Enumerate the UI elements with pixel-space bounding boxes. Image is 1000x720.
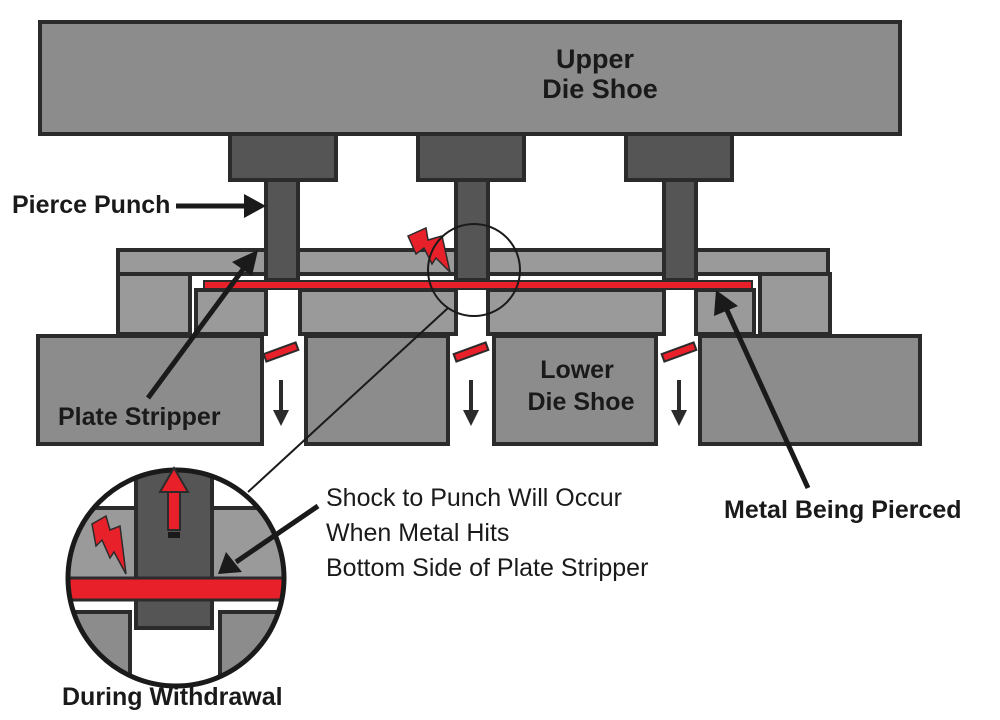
- lower-die-block-4: [698, 334, 922, 446]
- slug-left: [262, 341, 300, 363]
- lightning-bolt-icon: [91, 514, 127, 575]
- slug-right: [660, 341, 698, 363]
- plate-stripper-label: Plate Stripper: [58, 403, 221, 431]
- lower-die-shoe-label-line1: Lower: [540, 356, 614, 384]
- lower-die-shoe-label-line2: Die Shoe: [528, 388, 635, 416]
- stripper-block-right-outer: [758, 272, 832, 336]
- up-arrow-icon: [158, 466, 190, 538]
- lower-die-block-1: [36, 334, 264, 446]
- shock-text-line3: Bottom Side of Plate Stripper: [326, 554, 648, 582]
- pierce-punch-label: Pierce Punch: [12, 191, 170, 219]
- detail-leader-line: [247, 307, 449, 493]
- slug-center: [452, 341, 490, 363]
- punch-holder-right: [624, 132, 734, 182]
- upper-die-shoe: [38, 20, 902, 136]
- stripper-block-1: [194, 288, 268, 336]
- pierce-punch-right: [662, 178, 698, 282]
- withdrawal-detail-view: [65, 466, 287, 689]
- shock-arrow: [218, 503, 320, 574]
- stripper-block-left-outer: [116, 272, 192, 336]
- pierce-punch-arrow: [176, 194, 266, 218]
- lower-die-block-3: [492, 334, 658, 446]
- metal-being-pierced-label: Metal Being Pierced: [724, 496, 962, 524]
- plate-stripper-arrow: [145, 250, 258, 400]
- down-arrow-icon: [671, 380, 687, 426]
- punch-holder-center: [416, 132, 526, 182]
- stripper-block-2: [298, 288, 458, 336]
- lower-die-block-2: [304, 334, 450, 446]
- detail-focus-circle: [427, 223, 521, 317]
- pierce-punch-left: [264, 178, 300, 282]
- metal-strip: [203, 280, 753, 290]
- shock-text-line1: Shock to Punch Will Occur: [326, 484, 622, 512]
- down-arrow-icon: [273, 380, 289, 426]
- during-withdrawal-label: During Withdrawal: [62, 683, 283, 711]
- shock-text-line2: When Metal Hits: [326, 519, 509, 547]
- upper-die-shoe-label-line1: Upper: [556, 44, 635, 74]
- upper-die-shoe-label-line2: Die Shoe: [542, 74, 658, 104]
- punch-holder-left: [228, 132, 338, 182]
- metal-being-pierced-arrow: [714, 290, 811, 490]
- pierce-punch-center: [454, 178, 490, 282]
- stripper-block-3: [486, 288, 666, 336]
- down-arrow-icon: [463, 380, 479, 426]
